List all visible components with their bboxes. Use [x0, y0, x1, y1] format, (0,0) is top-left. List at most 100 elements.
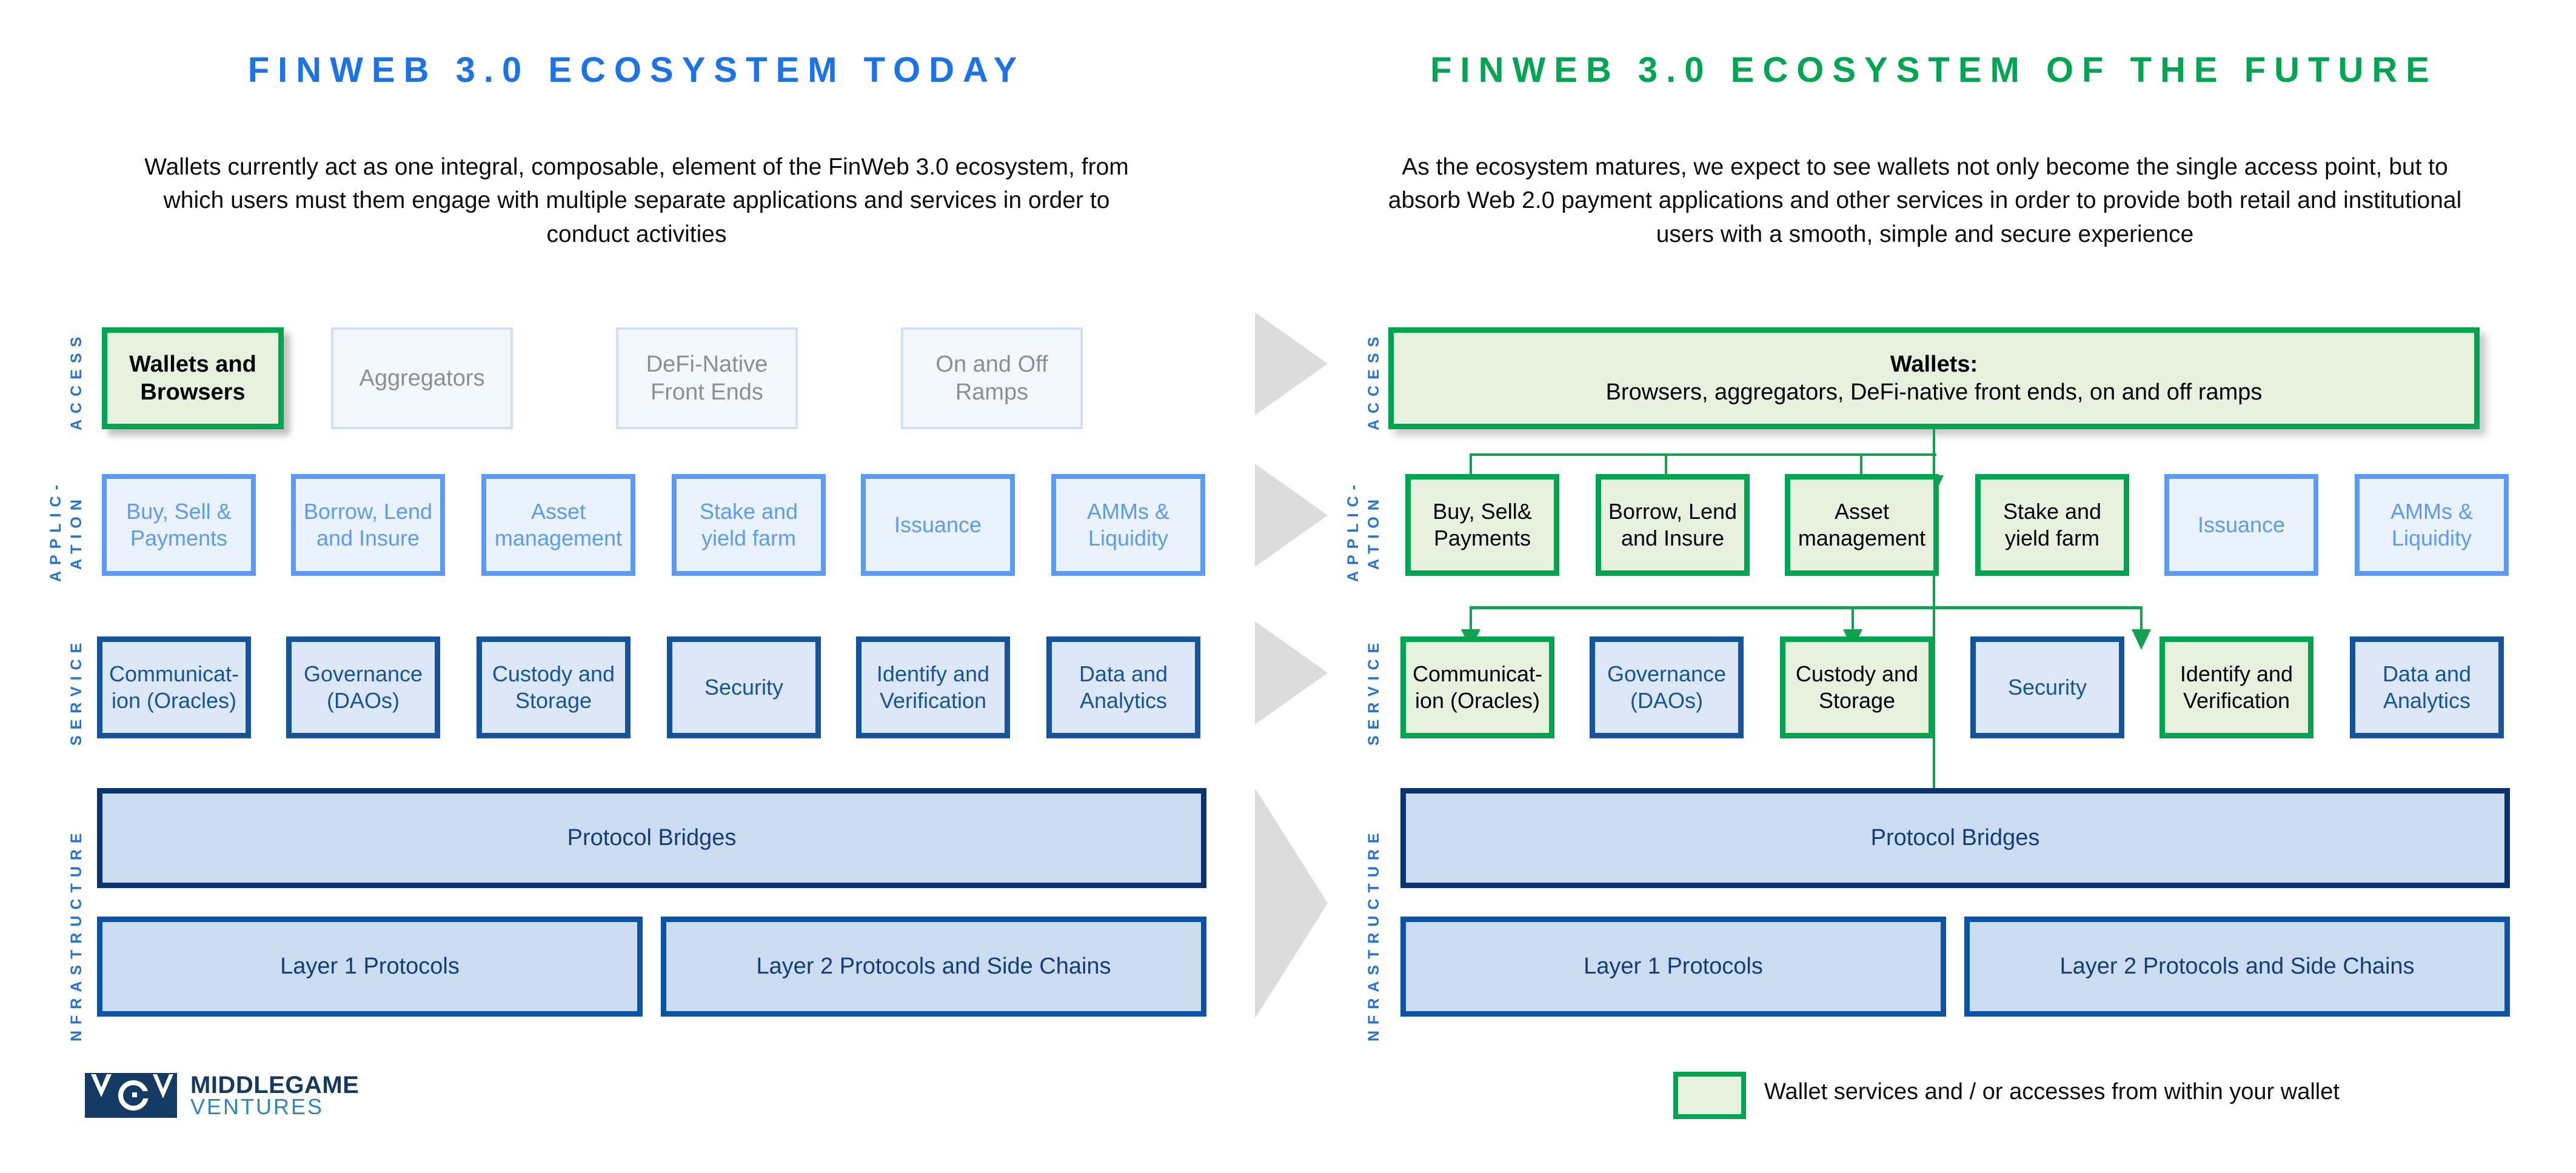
connector-service-bus	[1470, 606, 2143, 609]
left-service-box-custody-and-storage[interactable]: Custody and Storage	[477, 637, 631, 738]
left-application-box-issuance[interactable]: Issuance	[861, 474, 1015, 576]
right-application-box-issuance[interactable]: Issuance	[2164, 474, 2318, 576]
left-infrastructure-box-protocol-bridges[interactable]: Protocol Bridges	[97, 788, 1206, 888]
right-infrastructure-box-label: Layer 1 Protocols	[1584, 954, 1763, 980]
left-application-box-label: Asset management	[494, 499, 623, 550]
left-application-box-amms-liquidity[interactable]: AMMs & Liquidity	[1051, 474, 1205, 576]
right-panel-title: FINWEB 3.0 ECOSYSTEM OF THE FUTURE	[1430, 50, 2438, 90]
left-band-label-application-1: APPLIC-	[47, 479, 64, 582]
right-infrastructure-box-layer-1-protocols[interactable]: Layer 1 Protocols	[1400, 917, 1946, 1017]
right-infrastructure-box-layer-2-protocols-and-side-chains[interactable]: Layer 2 Protocols and Side Chains	[1964, 917, 2510, 1017]
right-application-box-borrow-lend-and-insure[interactable]: Borrow, Lend and Insure	[1596, 474, 1750, 576]
legend-label: Wallet services and / or accesses from w…	[1764, 1079, 2340, 1104]
connector-wallet-trunk-vertical	[1933, 429, 1935, 811]
connector-service-drop-2	[1852, 606, 1854, 630]
connector-service-drop-3	[2140, 606, 2143, 630]
left-service-box-data-and-analytics[interactable]: Data and Analytics	[1046, 637, 1200, 738]
left-band-label-service: SERVICE	[68, 637, 85, 746]
right-application-box-asset-management[interactable]: Asset management	[1785, 474, 1939, 576]
left-infrastructure-box-label: Layer 1 Protocols	[280, 954, 460, 980]
right-service-box-data-and-analytics[interactable]: Data and Analytics	[2350, 637, 2504, 738]
left-panel-subtitle: Wallets currently act as one integral, c…	[144, 154, 1129, 247]
connector-service-arrow-3	[2132, 629, 2151, 650]
left-service-box-label: Custody and Storage	[492, 661, 615, 713]
left-access-box-aggregators[interactable]: Aggregators	[331, 327, 513, 429]
left-service-box-label: Identify and Verification	[876, 661, 990, 713]
right-band-label-application-1: APPLIC-	[1345, 479, 1362, 582]
transition-chevron-infrastructure	[1255, 788, 1328, 1018]
right-application-box-amms-liquidity[interactable]: AMMs & Liquidity	[2355, 474, 2509, 576]
right-service-box-label: Governance (DAOs)	[1607, 661, 1727, 713]
left-access-box-label: On and Off Ramps	[935, 351, 1048, 405]
transition-chevron-service	[1255, 621, 1328, 724]
left-service-box-label: Communicat-ion (Oracles)	[109, 661, 239, 713]
left-service-box-communication-oracles[interactable]: Communicat-ion (Oracles)	[97, 637, 251, 738]
left-service-box-identify-and-verification[interactable]: Identify and Verification	[856, 637, 1010, 738]
right-application-box-label: AMMs & Liquidity	[2390, 499, 2473, 550]
connector-application-drop-1	[1470, 453, 1472, 476]
left-access-box-defi-native-front-ends[interactable]: DeFi-Native Front Ends	[616, 327, 798, 429]
mgv-logo-line-1: MIDDLEGAME	[190, 1071, 360, 1098]
left-infrastructure-box-layer-2-protocols-and-side-chains[interactable]: Layer 2 Protocols and Side Chains	[661, 917, 1206, 1017]
mgv-monogram-icon	[85, 1073, 177, 1118]
mgv-logo-line-2: VENTURES	[190, 1094, 324, 1119]
left-service-box-security[interactable]: Security	[667, 637, 821, 738]
right-service-box-identify-and-verification[interactable]: Identify and Verification	[2159, 637, 2313, 738]
right-band-label-access: ACCESS	[1365, 330, 1382, 430]
right-service-box-label: Security	[2007, 675, 2087, 700]
right-infrastructure-box-label: Protocol Bridges	[1870, 825, 2040, 851]
right-application-box-buy-sell-payments[interactable]: Buy, Sell& Payments	[1405, 474, 1559, 576]
left-application-box-buy-sell-payments[interactable]: Buy, Sell & Payments	[102, 474, 256, 576]
mgv-logo: MIDDLEGAME VENTURES	[85, 1071, 360, 1119]
right-application-box-label: Asset management	[1798, 499, 1926, 550]
right-application-box-label: Borrow, Lend and Insure	[1608, 499, 1738, 550]
legend-swatch	[1673, 1072, 1746, 1119]
right-access-wallet-bar[interactable]: Wallets: Browsers, aggregators, DeFi-nat…	[1388, 327, 2480, 429]
right-band-label-application-2: ATION	[1365, 493, 1382, 570]
connector-service-drop-1	[1470, 606, 1472, 630]
right-service-box-communication-oracles[interactable]: Communicat-ion (Oracles)	[1400, 637, 1554, 738]
left-service-box-label: Governance (DAOs)	[303, 661, 423, 713]
right-access-wallet-bar-text: Wallets: Browsers, aggregators, DeFi-nat…	[1599, 350, 2270, 407]
left-application-box-label: Buy, Sell & Payments	[126, 499, 232, 550]
left-band-label-access: ACCESS	[68, 330, 85, 430]
left-application-box-asset-management[interactable]: Asset management	[481, 474, 635, 576]
left-service-box-label: Security	[704, 675, 784, 700]
left-band-label-application-2: ATION	[68, 493, 85, 570]
connector-application-drop-4	[1933, 453, 1935, 476]
left-application-box-stake-and-yield-farm[interactable]: Stake and yield farm	[672, 474, 826, 576]
connector-application-drop-3	[1860, 453, 1862, 476]
right-application-box-label: Buy, Sell& Payments	[1433, 499, 1532, 550]
left-access-box-wallets-and-browsers[interactable]: Wallets and Browsers	[102, 327, 284, 429]
right-service-box-label: Custody and Storage	[1795, 661, 1919, 713]
right-infrastructure-box-protocol-bridges[interactable]: Protocol Bridges	[1400, 788, 2510, 888]
left-infrastructure-box-layer-1-protocols[interactable]: Layer 1 Protocols	[97, 917, 643, 1017]
left-access-box-on-and-off-ramps[interactable]: On and Off Ramps	[901, 327, 1083, 429]
left-application-box-label: Issuance	[894, 512, 982, 538]
right-application-box-stake-and-yield-farm[interactable]: Stake and yield farm	[1975, 474, 2129, 576]
transition-chevron-application	[1255, 464, 1328, 567]
left-infrastructure-box-label: Protocol Bridges	[567, 825, 737, 851]
right-application-box-label: Stake and yield farm	[2002, 499, 2102, 550]
left-service-box-label: Data and Analytics	[1079, 661, 1168, 713]
left-band-label-infrastructure: NFRASTRUCTURE	[68, 827, 85, 1041]
left-application-box-label: AMMs & Liquidity	[1086, 499, 1169, 550]
mgv-logo-wordmark: MIDDLEGAME VENTURES	[190, 1071, 360, 1119]
left-application-box-label: Stake and yield farm	[699, 499, 798, 550]
left-service-box-governance-daos[interactable]: Governance (DAOs)	[286, 637, 440, 738]
right-application-box-label: Issuance	[2197, 512, 2286, 538]
left-application-box-borrow-lend-and-insure[interactable]: Borrow, Lend and Insure	[291, 474, 445, 576]
right-infrastructure-box-label: Layer 2 Protocols and Side Chains	[2059, 954, 2415, 980]
right-service-box-governance-daos[interactable]: Governance (DAOs)	[1590, 637, 1744, 738]
right-service-box-custody-and-storage[interactable]: Custody and Storage	[1780, 637, 1934, 738]
left-access-box-label: DeFi-Native Front Ends	[646, 351, 768, 405]
left-application-box-label: Borrow, Lend and Insure	[303, 499, 433, 550]
right-service-box-label: Communicat-ion (Oracles)	[1412, 661, 1543, 713]
right-band-label-service: SERVICE	[1365, 637, 1382, 746]
left-access-box-label: Aggregators	[359, 365, 485, 391]
left-panel-title: FINWEB 3.0 ECOSYSTEM TODAY	[247, 50, 1026, 90]
connector-application-bus	[1470, 453, 1936, 456]
right-service-box-security[interactable]: Security	[1970, 637, 2124, 738]
transition-chevron-access	[1255, 312, 1328, 415]
